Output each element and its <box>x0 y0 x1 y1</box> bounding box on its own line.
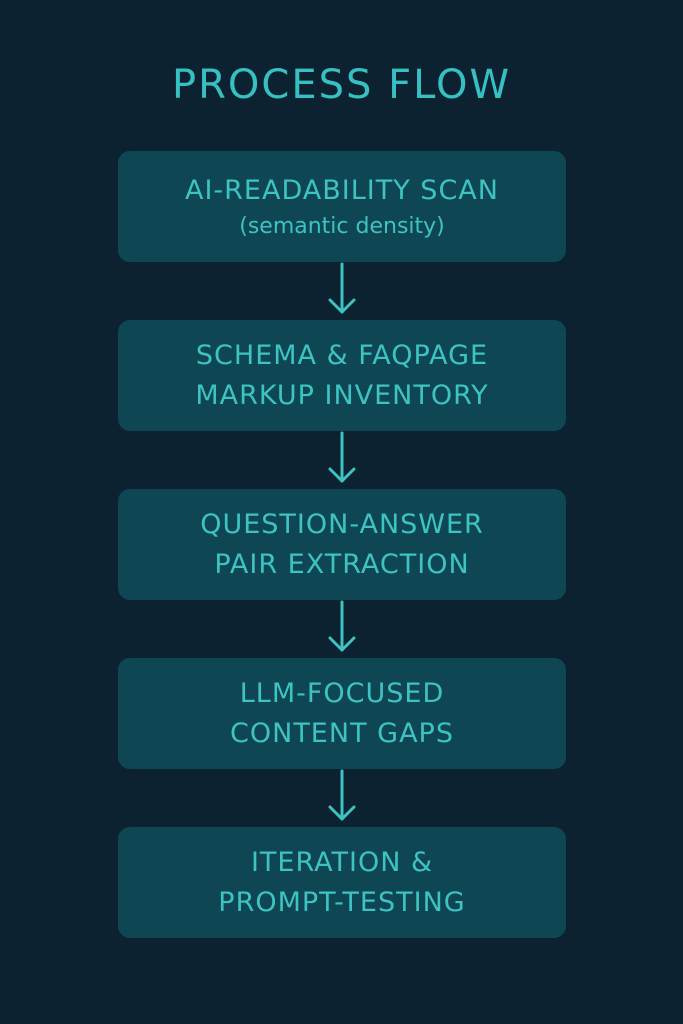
step-sublabel: (semantic density) <box>239 213 445 239</box>
step-label: QUESTION-ANSWER <box>200 508 484 540</box>
step-label: SCHEMA & FAQPAGE <box>195 339 489 371</box>
step-iteration-prompt-testing: ITERATION & PROMPT-TESTING <box>118 827 566 938</box>
step-label: AI-READABILITY SCAN <box>185 174 499 206</box>
diagram-title: PROCESS FLOW <box>172 62 511 108</box>
step-label: LLM-FOCUSED <box>239 677 445 709</box>
step-label: MARKUP INVENTORY <box>195 379 489 411</box>
step-question-answer-extraction: QUESTION-ANSWER PAIR EXTRACTION <box>118 489 566 600</box>
step-label: PROMPT-TESTING <box>218 886 466 918</box>
down-arrow-icon <box>328 431 356 483</box>
step-llm-content-gaps: LLM-FOCUSED CONTENT GAPS <box>118 658 566 769</box>
down-arrow-icon <box>328 262 356 314</box>
step-schema-markup-inventory: SCHEMA & FAQPAGE MARKUP INVENTORY <box>118 320 566 431</box>
down-arrow-icon <box>328 769 356 821</box>
step-label: CONTENT GAPS <box>230 717 454 749</box>
step-ai-readability-scan: AI-READABILITY SCAN (semantic density) <box>118 151 566 262</box>
step-label: PAIR EXTRACTION <box>214 548 470 580</box>
step-label: ITERATION & <box>250 846 434 878</box>
down-arrow-icon <box>328 600 356 652</box>
